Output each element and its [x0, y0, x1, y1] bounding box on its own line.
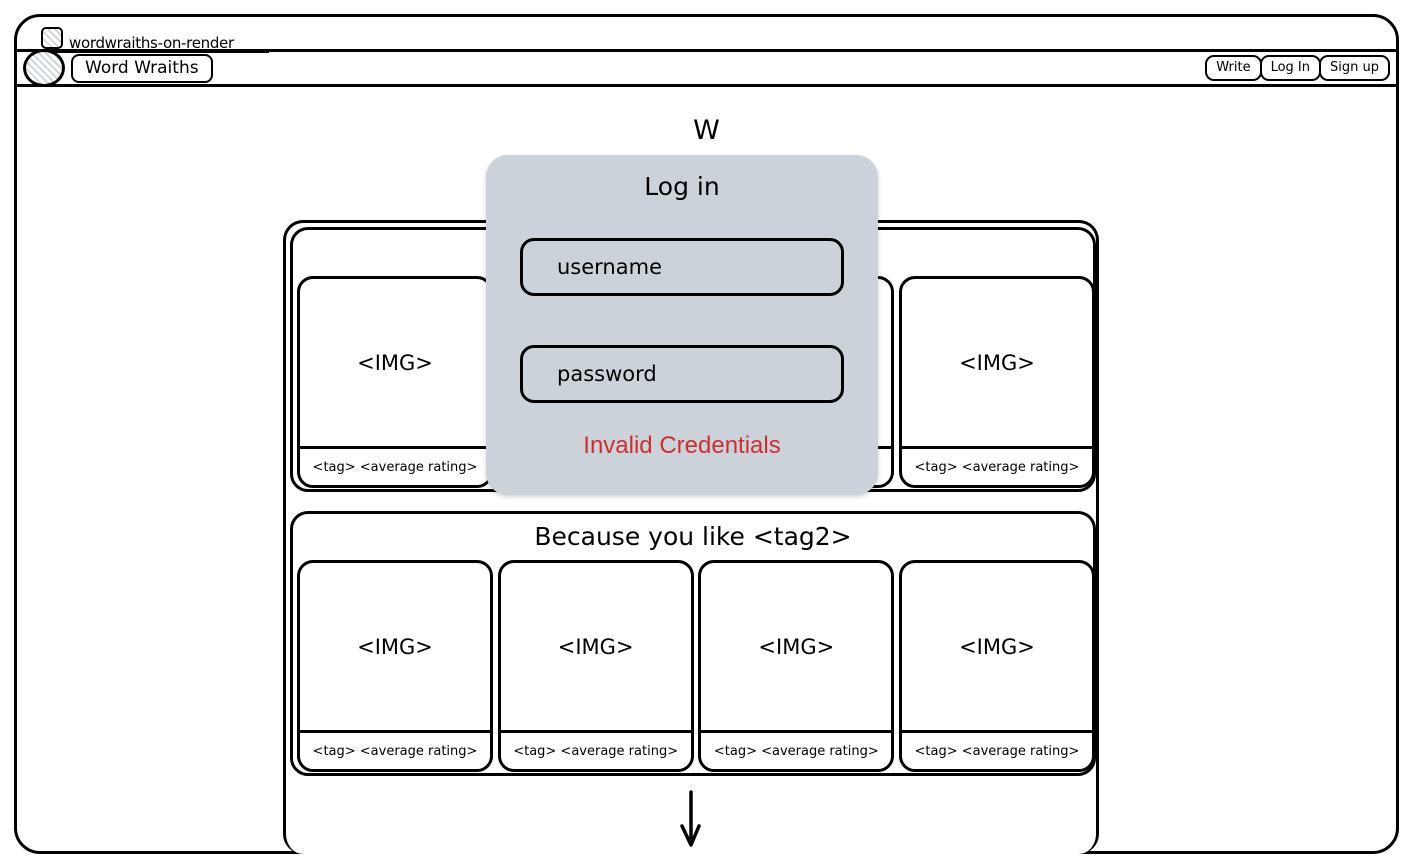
card-meta: <tag> <average rating> [312, 459, 478, 475]
card-meta: <tag> <average rating> [713, 743, 879, 759]
card-image-placeholder: <IMG> [500, 563, 691, 733]
page-viewport: W Because you like <tag> <IMG> <tag> <av… [17, 87, 1396, 854]
story-card[interactable]: <IMG> <tag> <average rating> [898, 276, 1095, 488]
feed-section-tag2: Because you like <tag2> <IMG> <tag> <ave… [290, 511, 1096, 776]
section-title: Because you like <tag2> [534, 522, 852, 551]
login-modal: Log in username password Invalid Credent… [486, 155, 878, 495]
avatar-icon[interactable] [23, 49, 65, 87]
story-card[interactable]: <IMG> <tag> <average rating> [497, 560, 694, 772]
login-error-message: Invalid Credentials [583, 432, 781, 459]
favicon-icon [41, 27, 63, 49]
sign-up-button[interactable]: Sign up [1319, 55, 1390, 81]
browser-tab[interactable]: wordwraiths-on-render [39, 15, 269, 53]
card-meta: <tag> <average rating> [914, 743, 1080, 759]
card-meta: <tag> <average rating> [312, 743, 478, 759]
story-card[interactable]: <IMG> <tag> <average rating> [898, 560, 1095, 772]
site-navbar: Word Wraiths Write Log In Sign up [17, 49, 1396, 87]
story-card[interactable]: <IMG> <tag> <average rating> [297, 560, 493, 772]
page-title: W [693, 115, 720, 146]
log-in-button[interactable]: Log In [1259, 55, 1322, 81]
login-modal-title: Log in [644, 172, 720, 201]
card-meta: <tag> <average rating> [914, 459, 1080, 475]
arrow-down-icon[interactable] [678, 790, 704, 852]
card-meta: <tag> <average rating> [513, 743, 679, 759]
username-input[interactable]: username [520, 238, 844, 296]
password-input[interactable]: password [520, 345, 844, 403]
card-image-placeholder: <IMG> [300, 279, 490, 449]
card-image-placeholder: <IMG> [300, 563, 490, 733]
browser-tab-strip: wordwraiths-on-render [17, 17, 1396, 53]
story-card[interactable]: <IMG> <tag> <average rating> [698, 560, 895, 772]
brand-home-button[interactable]: Word Wraiths [71, 53, 213, 83]
card-row: <IMG> <tag> <average rating> <IMG> <tag>… [297, 560, 1095, 772]
card-image-placeholder: <IMG> [901, 279, 1092, 449]
browser-window: wordwraiths-on-render Word Wraiths Write… [14, 14, 1399, 854]
card-image-placeholder: <IMG> [701, 563, 892, 733]
story-card[interactable]: <IMG> <tag> <average rating> [297, 276, 493, 488]
navbar-actions: Write Log In Sign up [1205, 55, 1390, 81]
write-button[interactable]: Write [1205, 55, 1262, 81]
card-image-placeholder: <IMG> [901, 563, 1092, 733]
browser-tab-title: wordwraiths-on-render [69, 34, 234, 52]
